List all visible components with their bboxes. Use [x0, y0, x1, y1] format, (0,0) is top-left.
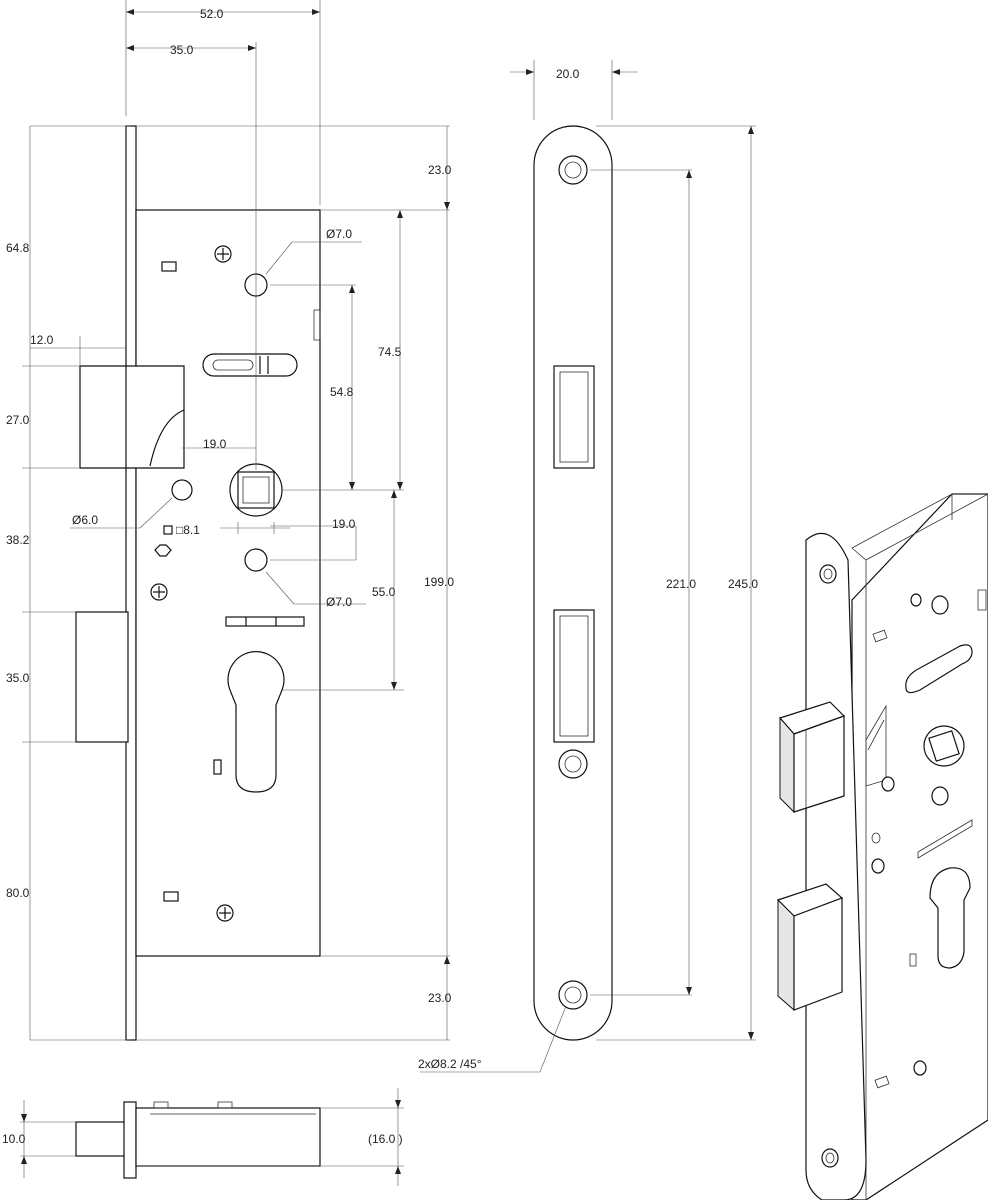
countersunk-hole-icon [558, 155, 588, 185]
bottom-view [75, 1101, 321, 1179]
bottom-bolt [75, 1121, 127, 1157]
dead-bolt [75, 611, 129, 743]
faceplate-dimensions: 20.0 221.0 245.0 2xØ8.2 /45° [418, 60, 758, 1073]
dim-27: 27.0 [6, 413, 30, 427]
dim-52: 52.0 [200, 7, 224, 21]
iso-screw [910, 593, 922, 607]
dim-23-bottom: 23.0 [428, 991, 452, 1005]
dim-faceplate-holes: 2xØ8.2 /45° [418, 1057, 482, 1071]
bottom-case [135, 1107, 321, 1167]
iso-cylinder-cutout [929, 867, 971, 969]
dim-64-8: 64.8 [6, 241, 30, 255]
dim-23-top: 23.0 [428, 163, 452, 177]
dim-dia7-bottom: Ø7.0 [326, 595, 352, 609]
countersunk-hole-icon [821, 1148, 839, 1168]
slot [161, 261, 177, 272]
dim-221: 221.0 [666, 577, 696, 591]
isometric-view [776, 493, 988, 1200]
dim-dia6: Ø6.0 [72, 513, 98, 527]
dim-38-2: 38.2 [6, 533, 30, 547]
slot [163, 525, 173, 535]
dim-bottom-16: (16.0 ) [368, 1132, 403, 1146]
dim-bottom-10: 10.0 [2, 1132, 26, 1146]
iso-latch-front [793, 715, 845, 813]
dim-19-lower: 19.0 [332, 517, 356, 531]
dim-12: 12.0 [30, 333, 54, 347]
hex-nut-icon [154, 544, 172, 557]
front-faceplate-strip [125, 125, 137, 1041]
bottom-faceplate [123, 1101, 137, 1179]
case-tab [313, 309, 321, 341]
iso-deadbolt-front [793, 897, 843, 1011]
hole-bottom [244, 548, 268, 572]
dim-dia7-top: Ø7.0 [326, 227, 352, 241]
iso-faceplate [805, 532, 867, 1200]
dim-35-deadbolt: 35.0 [6, 671, 30, 685]
front-view [75, 125, 321, 1041]
iso-elongated-slot [905, 644, 973, 694]
dim-55: 55.0 [372, 585, 396, 599]
screw-icon [214, 245, 232, 263]
dim-199: 199.0 [424, 575, 454, 589]
rocker-slot [225, 616, 305, 627]
dim-square: □8.1 [176, 523, 200, 537]
lock-case [135, 209, 321, 957]
countersunk-hole-icon [558, 749, 588, 779]
dim-faceplate-width: 20.0 [556, 67, 580, 81]
iso-spindle-square [928, 730, 960, 762]
spindle-square [237, 471, 275, 509]
slot [213, 759, 222, 775]
countersunk-hole-icon [558, 980, 588, 1010]
screw-icon [216, 904, 234, 922]
front-dimensions: 52.0 35.0 64.8 27.0 38.2 35.0 80.0 12.0 … [6, 0, 454, 1041]
dim-54-8: 54.8 [330, 385, 354, 399]
hole-small [171, 479, 193, 501]
dim-245: 245.0 [728, 577, 758, 591]
cylinder-cutout [227, 651, 285, 793]
latch-window [553, 365, 595, 469]
slot [163, 891, 179, 902]
countersunk-hole-icon [819, 564, 837, 584]
iso-hole [931, 595, 949, 615]
deadbolt-window [553, 609, 595, 743]
latch-bolt [79, 365, 185, 469]
dim-80: 80.0 [6, 886, 30, 900]
faceplate-view [533, 125, 613, 1041]
dim-74-5: 74.5 [378, 345, 402, 359]
screw-icon [150, 583, 168, 601]
dim-35: 35.0 [170, 43, 194, 57]
bottom-dimensions: 10.0 (16.0 ) [2, 1088, 404, 1186]
latch-bevel [149, 409, 185, 467]
elongated-slot [202, 353, 298, 377]
dim-19-upper: 19.0 [203, 437, 227, 451]
faceplate [533, 125, 613, 1041]
